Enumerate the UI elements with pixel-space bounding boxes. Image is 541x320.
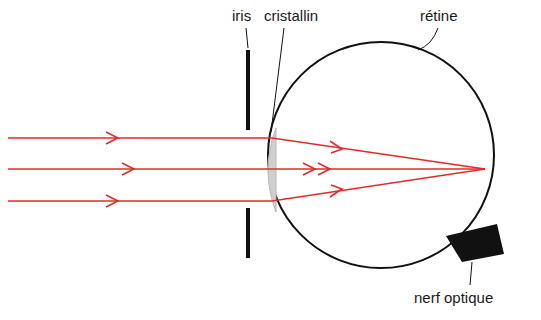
- ray-arrow: [122, 163, 134, 175]
- lens: [268, 128, 276, 212]
- ray-arrow: [330, 141, 342, 153]
- ray-arrow: [106, 132, 118, 144]
- leader-lines: [246, 28, 472, 285]
- ray-arrow: [318, 163, 330, 175]
- part-label: nerf optique: [414, 289, 493, 307]
- iris-bar: [246, 208, 250, 258]
- light-ray: [8, 168, 485, 170]
- optic-nerve: [446, 224, 504, 262]
- leader-line: [418, 28, 438, 50]
- part-label: iris: [232, 7, 251, 25]
- part-label: cristallin: [264, 7, 318, 25]
- light-rays: [8, 132, 485, 207]
- part-label: rétine: [420, 7, 458, 25]
- leader-line: [246, 28, 248, 48]
- ray-arrow: [330, 185, 342, 197]
- leader-line: [470, 262, 472, 285]
- light-ray: [8, 138, 485, 169]
- ray-arrow: [303, 163, 315, 175]
- light-ray: [8, 169, 485, 201]
- leader-line: [271, 28, 284, 132]
- iris-bar: [246, 50, 250, 130]
- ray-arrow: [106, 195, 118, 207]
